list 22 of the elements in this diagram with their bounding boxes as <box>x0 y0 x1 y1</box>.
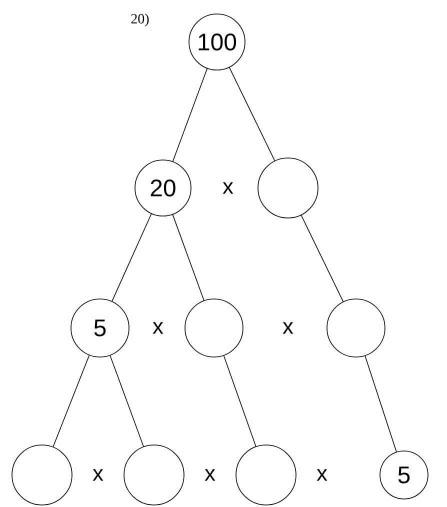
branch-line <box>223 355 256 447</box>
empty-circle <box>236 444 296 506</box>
empty-circle <box>184 298 244 358</box>
times-sign: x <box>152 322 164 334</box>
branch-line <box>300 214 344 302</box>
problem-number: 20) <box>131 14 149 26</box>
empty-circle <box>124 444 184 506</box>
empty-circle <box>258 158 318 218</box>
branch-line <box>172 214 204 301</box>
branch-line <box>52 354 90 448</box>
empty-circle <box>12 444 72 506</box>
branch-line <box>110 355 144 447</box>
empty-circle <box>326 298 386 358</box>
branch-line <box>112 214 152 302</box>
times-sign: x <box>222 182 234 194</box>
times-sign: x <box>204 469 216 481</box>
branch-line <box>172 68 208 162</box>
branch-line <box>229 67 276 162</box>
times-sign: x <box>316 469 328 481</box>
branch-line <box>364 356 397 452</box>
times-sign: x <box>92 469 104 481</box>
times-sign: x <box>282 322 294 334</box>
